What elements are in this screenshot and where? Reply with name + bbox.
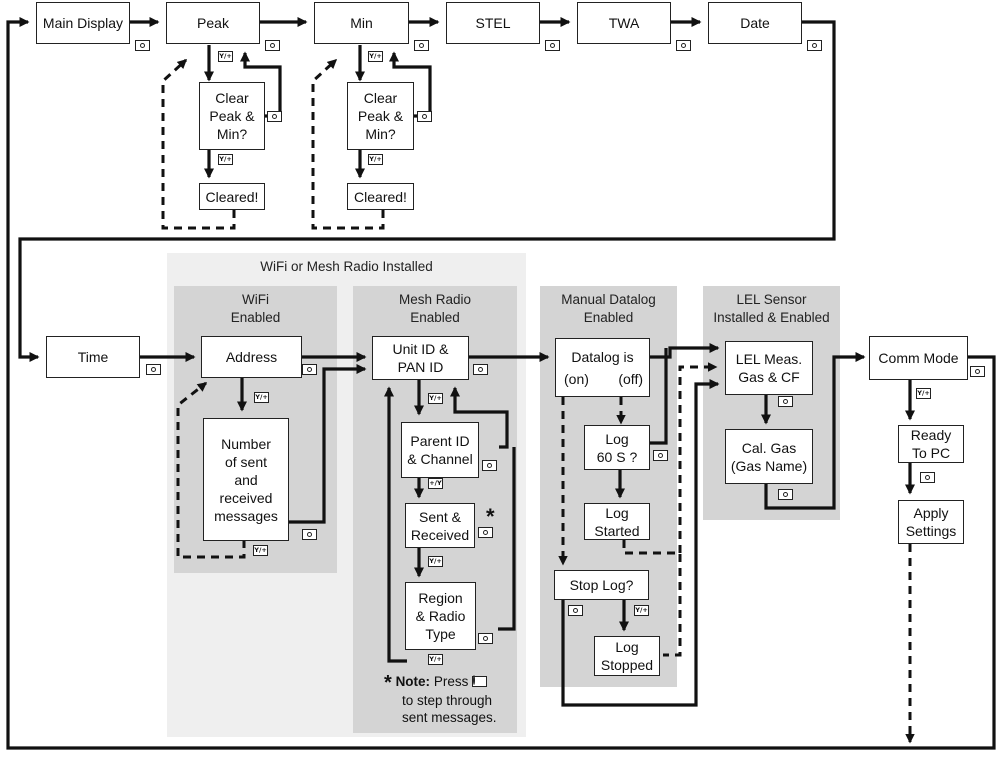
power-button-icon [807,40,822,51]
unit-pan-id-node: Unit ID & PAN ID [372,336,469,380]
power-button-icon [920,472,935,483]
power-button-icon [482,460,497,471]
power-button-icon [417,111,432,122]
power-button-icon [414,40,429,51]
peak-node: Peak [166,2,260,44]
power-button-icon [146,364,161,375]
apply-settings-node: Apply Settings [898,500,964,544]
yes-plus-button-icon: Y/+ [634,605,649,616]
main-display-node: Main Display [36,2,130,44]
ready-to-pc-node: Ready To PC [898,425,964,463]
power-button-icon [653,450,668,461]
datalog-is-node: Datalog is (on) (off) [555,338,650,397]
power-button-icon [568,605,583,616]
power-button-icon [545,40,560,51]
stel-node: STEL [446,2,540,44]
log-stopped-node: Log Stopped [594,636,660,676]
wifi-or-mesh-title: WiFi or Mesh Radio Installed [260,259,433,274]
power-button-icon [267,111,282,122]
min-node: Min [314,2,409,44]
datalog-is-label: Datalog is [571,349,634,365]
datalog-on-label: (on) [564,371,589,387]
cleared-node-1: Cleared! [199,183,265,210]
note-text: * Note: Press to step through sent messa… [384,673,514,726]
parent-channel-node: Parent ID & Channel [401,422,479,478]
plus-yes-button-icon: +/Y [428,478,443,489]
power-button-icon [265,40,280,51]
lel-panel-title: LEL Sensor Installed & Enabled [713,292,830,325]
asterisk-mark: * [486,504,495,529]
yes-plus-button-icon: Y/+ [218,51,233,62]
yes-plus-button-icon: Y/+ [368,154,383,165]
power-button-icon [135,40,150,51]
sent-received-messages-node: Number of sent and received messages [203,418,289,541]
region-radio-type-node: Region & Radio Type [405,582,476,650]
note-asterisk: * [384,672,392,694]
yes-plus-button-icon: Y/+ [916,388,931,399]
stop-log-node: Stop Log? [554,570,649,600]
power-button-icon [478,633,493,644]
power-button-icon [478,527,493,538]
clear-peak-min-node-2: Clear Peak & Min? [347,82,414,150]
power-button-icon [676,40,691,51]
clear-peak-min-node-1: Clear Peak & Min? [199,82,265,150]
note-text-2: to step through sent messages. [402,693,497,725]
power-button-icon [473,364,488,375]
yes-plus-button-icon: Y/+ [218,154,233,165]
power-button-icon [970,366,985,377]
datalog-panel-title: Manual Datalog Enabled [561,292,656,325]
note-text-1: Press [433,674,469,689]
log-60s-node: Log 60 S ? [584,425,650,470]
power-button-icon [302,529,317,540]
power-button-icon [302,364,317,375]
yes-plus-button-icon: Y/+ [428,654,443,665]
cleared-node-2: Cleared! [347,183,414,210]
yes-plus-button-icon: Y/+ [254,392,269,403]
cal-gas-node: Cal. Gas (Gas Name) [725,429,813,484]
date-node: Date [708,2,802,44]
power-button-icon [778,396,793,407]
yes-plus-button-icon: Y/+ [253,545,268,556]
power-button-icon [472,675,488,687]
yes-plus-button-icon: Y/+ [428,393,443,404]
address-node: Address [201,336,302,378]
sent-received-node: Sent & Received [405,503,475,548]
time-node: Time [46,336,140,378]
wifi-panel-title: WiFi Enabled [230,292,281,325]
yes-plus-button-icon: Y/+ [428,556,443,567]
note-label: Note: [395,674,431,689]
comm-mode-node: Comm Mode [869,336,968,380]
log-started-node: Log Started [584,503,650,540]
lel-meas-node: LEL Meas. Gas & CF [725,341,813,395]
twa-node: TWA [577,2,671,44]
mesh-panel-title: Mesh Radio Enabled [398,292,472,325]
datalog-off-label: (off) [618,371,643,387]
yes-plus-button-icon: Y/+ [368,51,383,62]
power-button-icon [778,489,793,500]
